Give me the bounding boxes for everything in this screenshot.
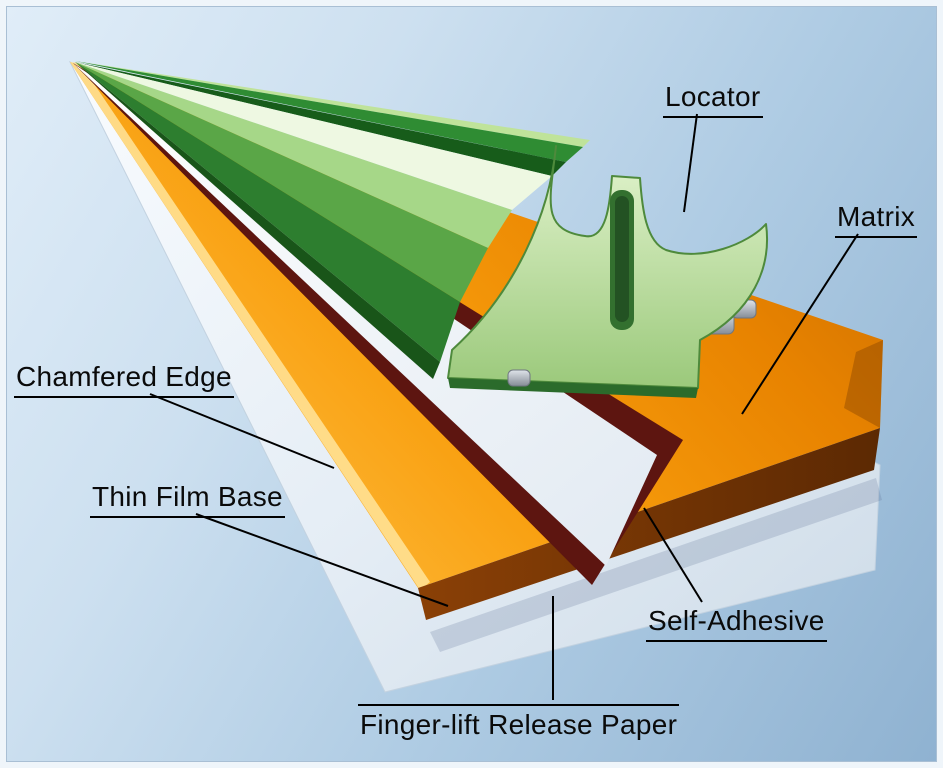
- label-thin-film-base: Thin Film Base: [90, 481, 285, 518]
- profile-center-slot-inner: [615, 196, 629, 322]
- chamfered-edge-highlight: [70, 62, 430, 590]
- profile-band-light: [75, 62, 512, 248]
- label-finger-lift-release-paper: Finger-lift Release Paper: [358, 704, 680, 741]
- profile-band-deep: [75, 62, 460, 362]
- profile-slot-stripe: [75, 62, 566, 176]
- profile-bottom-rim: [75, 62, 440, 379]
- leader-line-matrix: [741, 233, 859, 415]
- profile-band-mid: [75, 62, 488, 302]
- profile-end-face: [447, 145, 768, 389]
- matrix-shadow: [430, 478, 882, 652]
- leader-line-self-adhesive: [643, 507, 703, 603]
- profile-band-upper: [75, 61, 583, 162]
- matrix-corner-fold: [844, 340, 883, 428]
- label-matrix: Matrix: [835, 201, 918, 238]
- leader-line-chamfered-edge: [149, 393, 335, 469]
- leader-line-thin-film-base: [195, 513, 449, 607]
- stud-left: [507, 369, 531, 387]
- label-locator: Locator: [663, 81, 763, 118]
- profile-gloss-highlight: [75, 62, 552, 210]
- label-chamfered-edge: Chamfered Edge: [14, 361, 234, 398]
- leader-line-locator: [683, 113, 698, 213]
- diagram-illustration: [68, 60, 883, 700]
- profile-top-rim: [75, 61, 590, 147]
- label-self-adhesive: Self-Adhesive: [646, 605, 827, 642]
- matrix-chamfer-face: [418, 428, 880, 620]
